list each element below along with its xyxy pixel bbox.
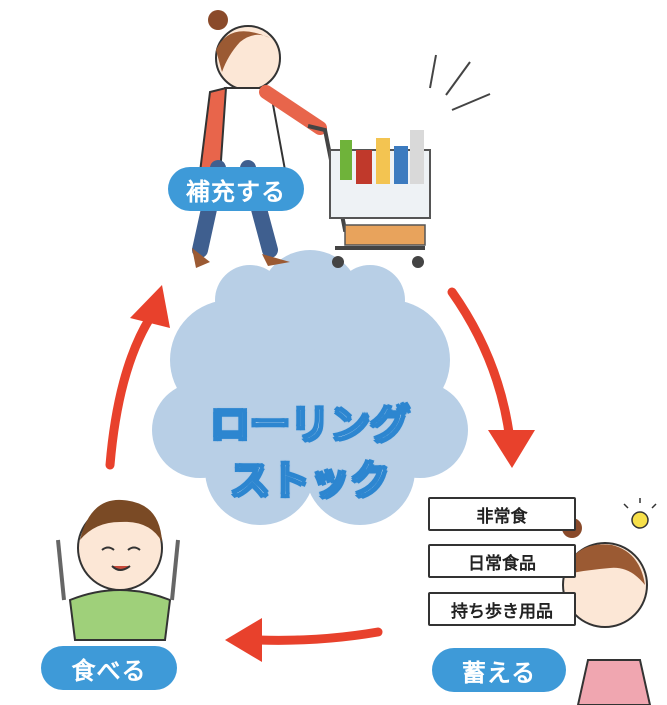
shopping-cart-illustration bbox=[307, 124, 431, 268]
motion-lines bbox=[429, 54, 491, 111]
arrow-replenish-to-store bbox=[447, 287, 515, 445]
stock-item-daily-food: 日常食品 bbox=[428, 544, 576, 578]
eating-boy-illustration bbox=[56, 499, 180, 641]
step-eat-label: 食べる bbox=[41, 646, 177, 690]
step-replenish-label: 補充する bbox=[168, 167, 304, 211]
stock-item-emergency-food: 非常食 bbox=[428, 497, 576, 531]
arrow-head-store bbox=[488, 430, 535, 468]
arrow-store-to-eat bbox=[253, 627, 383, 645]
shopper-illustration bbox=[192, 10, 327, 268]
stock-item-portable-supplies: 持ち歩き用品 bbox=[428, 592, 576, 626]
thinking-girl-illustration bbox=[562, 518, 652, 705]
cloud-shape bbox=[152, 250, 468, 525]
arrow-head-eat bbox=[225, 618, 262, 662]
arrow-eat-to-replenish bbox=[105, 313, 155, 470]
lightbulb-icon bbox=[623, 498, 657, 529]
arrow-head-replenish bbox=[130, 285, 170, 328]
step-store-label: 蓄える bbox=[432, 648, 566, 692]
title-line-1: ローリング bbox=[209, 401, 411, 449]
title-line-2: ストック bbox=[229, 457, 391, 505]
